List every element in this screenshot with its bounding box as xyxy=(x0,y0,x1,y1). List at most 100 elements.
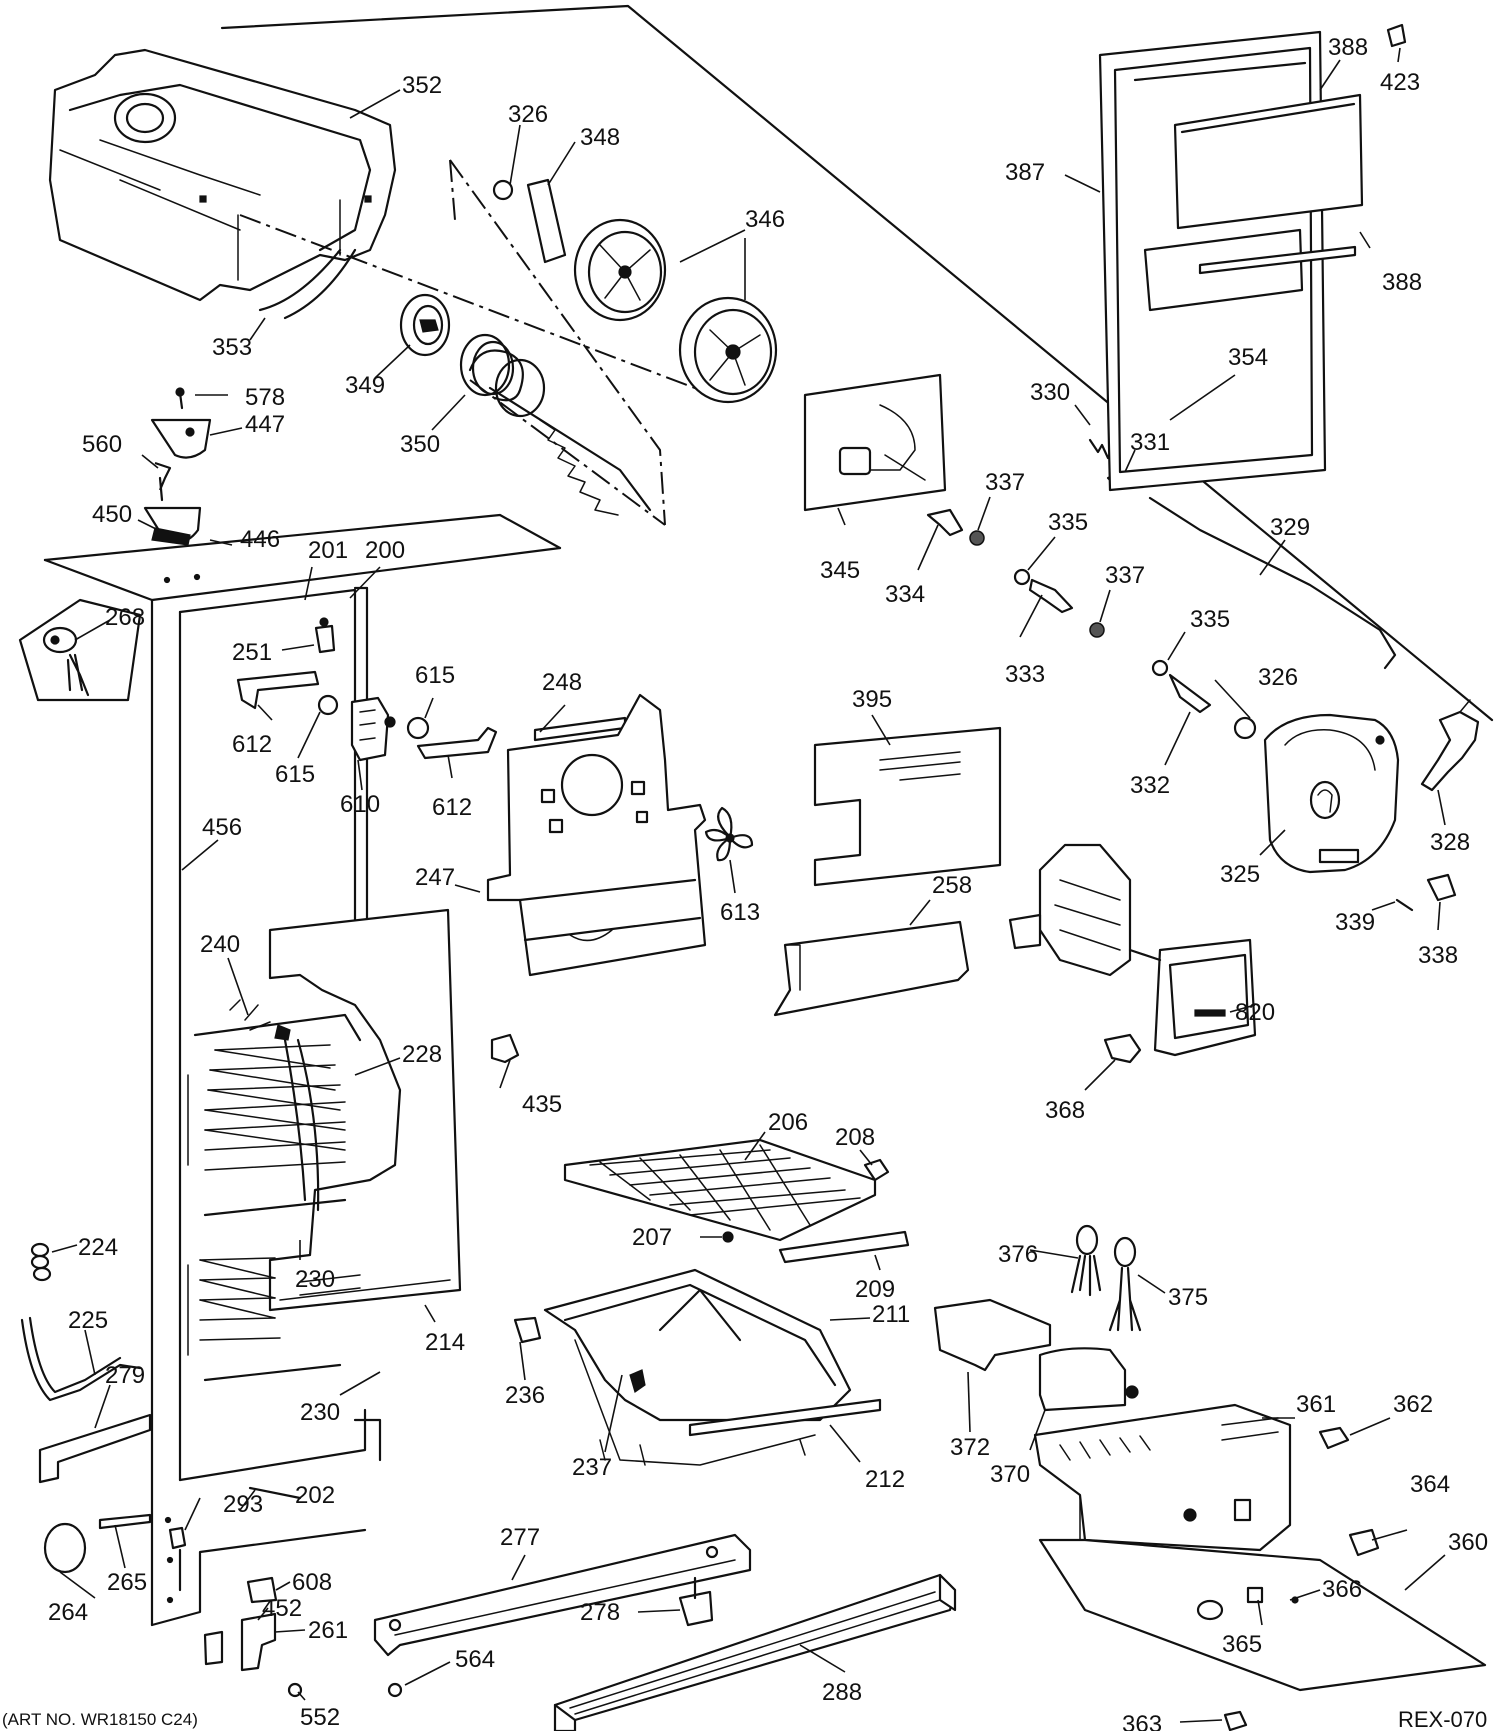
label-365: 365 xyxy=(1222,1631,1262,1658)
part-364 xyxy=(1348,1528,1380,1557)
clip-207 xyxy=(722,1231,734,1243)
auger-assembly xyxy=(239,159,701,526)
label-278: 278 xyxy=(580,1599,620,1626)
label-326b: 326 xyxy=(1258,664,1298,691)
clip-208 xyxy=(863,1158,890,1182)
label-552: 552 xyxy=(300,1704,340,1731)
part-452 xyxy=(203,1630,224,1666)
label-613: 613 xyxy=(720,899,760,926)
label-230a: 230 xyxy=(295,1266,335,1293)
icemaker-820 xyxy=(1008,843,1257,1057)
label-228: 228 xyxy=(402,1041,442,1068)
label-236: 236 xyxy=(505,1382,545,1409)
bracket-612b xyxy=(416,726,498,760)
label-376: 376 xyxy=(998,1241,1038,1268)
panel-395 xyxy=(813,726,1002,887)
strip-209 xyxy=(778,1230,910,1264)
nut-326b xyxy=(1233,716,1257,740)
valve-278 xyxy=(678,1576,714,1627)
strip-212 xyxy=(688,1398,882,1437)
motor-housing-325 xyxy=(1263,713,1400,874)
harness-375 xyxy=(1108,1236,1142,1332)
label-450: 450 xyxy=(92,501,132,528)
arm-328 xyxy=(1420,710,1480,792)
fan-blade-613 xyxy=(704,806,754,862)
label-361: 361 xyxy=(1296,1391,1336,1418)
rod-265 xyxy=(98,1513,152,1530)
shelf-206 xyxy=(563,1138,877,1242)
link-332 xyxy=(1168,673,1212,714)
strip-348 xyxy=(526,178,567,264)
pin-339 xyxy=(1395,898,1414,912)
label-395: 395 xyxy=(852,686,892,713)
label-329: 329 xyxy=(1270,514,1310,541)
label-615b: 615 xyxy=(275,761,315,788)
label-293: 293 xyxy=(223,1491,263,1518)
evaporator-cover-247 xyxy=(486,693,707,977)
art-number: (ART NO. WR18150 C24) xyxy=(2,1710,198,1729)
part-363 xyxy=(1223,1710,1248,1731)
clip-450 xyxy=(151,527,191,546)
label-337b: 337 xyxy=(1105,562,1145,589)
label-612b: 612 xyxy=(432,794,472,821)
label-201: 201 xyxy=(308,537,348,564)
washer-335b xyxy=(1151,659,1169,677)
label-211: 211 xyxy=(872,1301,910,1328)
label-363: 363 xyxy=(1122,1711,1162,1731)
label-212: 212 xyxy=(865,1466,905,1493)
label-224: 224 xyxy=(78,1234,118,1261)
label-338: 338 xyxy=(1418,942,1458,969)
part-202 xyxy=(248,1486,302,1500)
label-364: 364 xyxy=(1410,1471,1450,1498)
screw-564 xyxy=(387,1682,403,1698)
tube-225 xyxy=(20,1316,142,1402)
label-578: 578 xyxy=(245,384,285,411)
label-387: 387 xyxy=(1005,159,1045,186)
label-339: 339 xyxy=(1335,909,1375,936)
dispenser-door-387 xyxy=(1098,30,1364,492)
label-820: 820 xyxy=(1235,999,1275,1026)
label-248: 248 xyxy=(542,669,582,696)
label-288: 288 xyxy=(822,1679,862,1706)
harness-376 xyxy=(1070,1224,1102,1297)
part-608 xyxy=(246,1576,278,1604)
label-326a: 326 xyxy=(508,101,548,128)
leader-lines xyxy=(51,47,1446,1723)
label-610: 610 xyxy=(340,791,380,818)
label-200: 200 xyxy=(365,537,405,564)
rod-329 xyxy=(1148,496,1397,670)
label-360: 360 xyxy=(1448,1529,1488,1556)
label-368: 368 xyxy=(1045,1097,1085,1124)
compressor-relay-370 xyxy=(1038,1347,1139,1412)
coil-224 xyxy=(30,1242,52,1282)
label-370: 370 xyxy=(990,1461,1030,1488)
label-388b: 388 xyxy=(1382,269,1422,296)
part-293 xyxy=(168,1526,187,1550)
label-350: 350 xyxy=(400,431,440,458)
label-354: 354 xyxy=(1228,344,1268,371)
label-258: 258 xyxy=(932,872,972,899)
label-332: 332 xyxy=(1130,772,1170,799)
label-230b: 230 xyxy=(300,1399,340,1426)
crisper-bin-211 xyxy=(543,1268,852,1466)
part-423 xyxy=(1386,23,1407,48)
label-612a: 612 xyxy=(232,731,272,758)
label-202: 202 xyxy=(295,1482,335,1509)
spring-337a xyxy=(969,530,985,546)
label-366: 366 xyxy=(1322,1576,1362,1603)
label-240: 240 xyxy=(200,931,240,958)
blades-346 xyxy=(573,218,778,404)
label-349: 349 xyxy=(345,372,385,399)
label-353: 353 xyxy=(212,334,252,361)
label-206: 206 xyxy=(768,1109,808,1136)
base-plate-360 xyxy=(1038,1538,1487,1692)
label-330: 330 xyxy=(1030,379,1070,406)
label-423: 423 xyxy=(1380,69,1420,96)
label-615a: 615 xyxy=(415,662,455,689)
front-rail-277 xyxy=(373,1533,752,1657)
part-236 xyxy=(513,1316,542,1344)
grommet-615a xyxy=(406,716,430,740)
part-251 xyxy=(314,624,336,654)
label-375: 375 xyxy=(1168,1284,1208,1311)
diagram-reference: REX-070 xyxy=(1398,1707,1487,1731)
